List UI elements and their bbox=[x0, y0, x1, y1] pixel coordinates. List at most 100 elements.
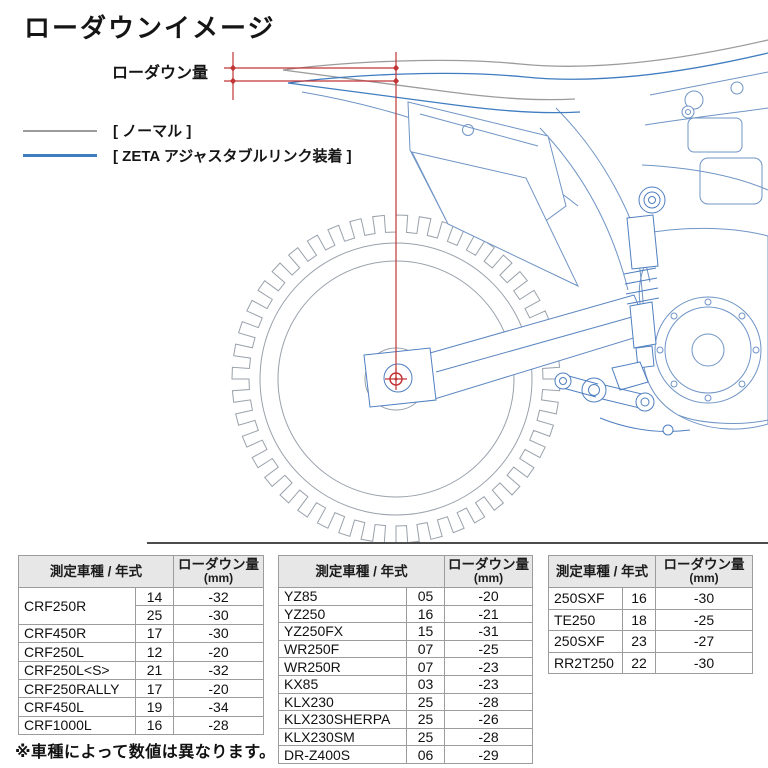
year-cell: 06 bbox=[406, 745, 445, 764]
model-cell: RR2T250 bbox=[548, 651, 623, 674]
legend-normal-label: [ ノーマル ] bbox=[113, 123, 192, 140]
amount-unit-label: (mm) bbox=[203, 571, 234, 586]
value-cell: -30 bbox=[173, 623, 264, 644]
value-cell: -23 bbox=[444, 674, 533, 694]
model-cell: KLX230 bbox=[278, 692, 407, 712]
model-cell: YZ250FX bbox=[278, 622, 407, 641]
value-cell: -20 bbox=[173, 678, 264, 699]
year-cell: 03 bbox=[406, 674, 445, 694]
year-cell: 16 bbox=[135, 715, 174, 736]
amount-header-label: ローダウン量 bbox=[448, 556, 529, 572]
model-cell: CRF250L bbox=[18, 642, 136, 662]
year-cell: 25 bbox=[406, 727, 445, 747]
suspension-linkage bbox=[554, 361, 691, 436]
amount-unit-label: (mm) bbox=[473, 571, 504, 586]
amount-header: ローダウン量 (mm) bbox=[655, 555, 753, 588]
seat-lowered-outline bbox=[287, 52, 768, 114]
year-cell: 22 bbox=[622, 651, 656, 674]
value-cell: -28 bbox=[173, 715, 264, 736]
normal-line-swatch bbox=[23, 129, 97, 132]
value-cell: -32 bbox=[173, 660, 264, 680]
table-header-row: 測定車種 / 年式 ローダウン量 (mm) bbox=[18, 555, 264, 588]
year-cell: 25 bbox=[406, 692, 445, 712]
model-year-header: 測定車種 / 年式 bbox=[278, 555, 445, 588]
model-cell: CRF450L bbox=[18, 697, 136, 717]
value-cell: -27 bbox=[655, 630, 753, 653]
table-row: 25-30 bbox=[19, 605, 264, 625]
year-cell: 14 bbox=[135, 586, 174, 607]
year-cell: 19 bbox=[135, 697, 174, 717]
side-panel bbox=[407, 101, 580, 288]
value-cell: -20 bbox=[173, 642, 264, 662]
amount-header-label: ローダウン量 bbox=[663, 556, 745, 572]
value-cell: -26 bbox=[444, 710, 533, 729]
footnote: ※車種によって数値は異なります。 bbox=[15, 744, 276, 761]
value-cell: -21 bbox=[444, 604, 533, 624]
value-cell: -31 bbox=[444, 622, 533, 641]
zeta-line-swatch bbox=[23, 154, 97, 157]
model-cell: YZ250 bbox=[278, 604, 407, 624]
model-cell: KLX230SM bbox=[278, 727, 407, 747]
amount-header: ローダウン量 (mm) bbox=[444, 555, 533, 588]
model-cell: 250SXF bbox=[548, 587, 623, 610]
year-cell: 15 bbox=[406, 622, 445, 641]
amount-unit-label: (mm) bbox=[689, 571, 719, 586]
value-cell: -34 bbox=[173, 697, 264, 717]
year-cell: 17 bbox=[135, 623, 174, 644]
year-cell: 16 bbox=[622, 587, 656, 610]
year-cell: 23 bbox=[622, 630, 656, 653]
model-cell: YZ85 bbox=[278, 587, 407, 606]
table-header-row: 測定車種 / 年式 ローダウン量 (mm) bbox=[278, 555, 533, 588]
value-cell: -30 bbox=[173, 605, 264, 625]
model-cell: CRF250RALLY bbox=[18, 678, 136, 699]
value-cell: -30 bbox=[655, 587, 753, 610]
value-cell: -29 bbox=[444, 745, 533, 764]
page-title: ローダウンイメージ bbox=[24, 13, 276, 43]
year-cell: 17 bbox=[135, 678, 174, 699]
year-cell: 25 bbox=[135, 605, 174, 625]
knobby-tire-outline bbox=[231, 214, 561, 544]
value-cell: -25 bbox=[444, 639, 533, 659]
model-cell: WR250F bbox=[278, 639, 407, 659]
year-cell: 12 bbox=[135, 642, 174, 662]
value-cell: -32 bbox=[173, 586, 264, 607]
model-cell: CRF1000L bbox=[18, 715, 136, 736]
model-cell: 250SXF bbox=[548, 630, 623, 653]
legend-item-normal: [ ノーマル ] bbox=[23, 120, 191, 141]
seat-normal-outline bbox=[282, 39, 768, 101]
year-cell: 07 bbox=[406, 639, 445, 659]
table-row: CRF250L<S>21-32 bbox=[18, 660, 264, 680]
rear-axle bbox=[363, 347, 437, 408]
seat-bolt bbox=[681, 105, 695, 119]
table-header-row: 測定車種 / 年式 ローダウン量 (mm) bbox=[548, 555, 753, 588]
amount-header: ローダウン量 (mm) bbox=[173, 555, 264, 588]
rear-shock bbox=[623, 186, 666, 369]
value-cell: -20 bbox=[444, 587, 533, 606]
lowdown-amount-label: ローダウン量 bbox=[112, 65, 209, 82]
model-year-header: 測定車種 / 年式 bbox=[18, 555, 174, 588]
year-cell: 18 bbox=[622, 608, 656, 631]
year-cell: 21 bbox=[135, 660, 174, 680]
model-year-header: 測定車種 / 年式 bbox=[548, 555, 656, 588]
